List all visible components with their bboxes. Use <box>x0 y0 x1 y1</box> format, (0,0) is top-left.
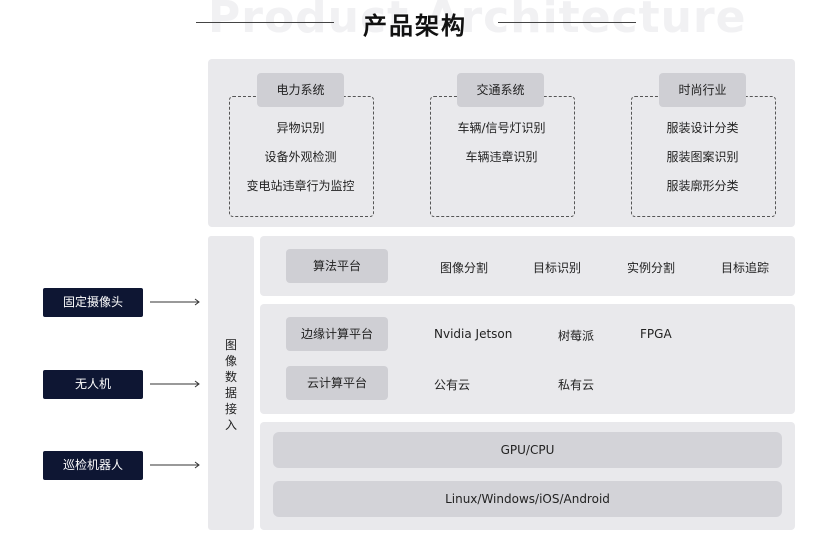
industry-tag: 交通系统 <box>457 73 544 107</box>
list-item: 车辆违章识别 <box>465 150 538 164</box>
arrow-right-icon <box>150 380 200 388</box>
watermark-text: Product Architecture <box>208 0 747 43</box>
edge-item: 树莓派 <box>558 329 595 343</box>
title-line-left <box>196 22 334 23</box>
algorithm-item: 图像分割 <box>440 261 489 275</box>
edge-item: Nvidia Jetson <box>434 327 513 341</box>
list-item: 变电站违章行为监控 <box>246 179 355 193</box>
industry-list: 车辆/信号灯识别 车辆违章识别 <box>430 114 573 172</box>
device-inspection-robot: 巡检机器人 <box>43 451 143 480</box>
image-access-char: 入 <box>224 418 237 432</box>
device-drone: 无人机 <box>43 370 143 399</box>
algorithm-item: 实例分割 <box>627 261 676 275</box>
image-access-char: 图 <box>224 338 237 352</box>
industry-list: 异物识别 设备外观检测 变电站违章行为监控 <box>229 114 372 201</box>
arrow-right-icon <box>150 298 200 306</box>
algorithm-platform-tag: 算法平台 <box>286 249 388 283</box>
list-item: 车辆/信号灯识别 <box>457 121 546 135</box>
os-bar: Linux/Windows/iOS/Android <box>273 481 782 517</box>
cloud-platform-tag: 云计算平台 <box>286 366 388 400</box>
title-line-right <box>498 22 636 23</box>
industry-tag: 时尚行业 <box>659 73 746 107</box>
cloud-item: 私有云 <box>558 378 595 392</box>
list-item: 服装图案识别 <box>666 150 739 164</box>
page-title: 产品架构 <box>363 12 467 40</box>
edge-platform-tag: 边缘计算平台 <box>286 317 388 351</box>
hardware-bar: GPU/CPU <box>273 432 782 468</box>
image-access-char: 接 <box>224 402 237 416</box>
device-fixed-camera: 固定摄像头 <box>43 288 143 317</box>
edge-item: FPGA <box>640 327 672 341</box>
image-access-char: 数 <box>224 370 237 384</box>
list-item: 设备外观检测 <box>264 150 337 164</box>
list-item: 服装廓形分类 <box>666 179 739 193</box>
list-item: 异物识别 <box>276 121 325 135</box>
algorithm-item: 目标追踪 <box>721 261 770 275</box>
image-access-column: 图 像 数 据 接 入 <box>208 236 254 530</box>
list-item: 服装设计分类 <box>666 121 739 135</box>
arrow-right-icon <box>150 461 200 469</box>
industry-list: 服装设计分类 服装图案识别 服装廓形分类 <box>631 114 774 201</box>
industry-tag: 电力系统 <box>257 73 344 107</box>
image-access-char: 像 <box>224 354 237 368</box>
cloud-item: 公有云 <box>434 378 471 392</box>
image-access-char: 据 <box>224 386 237 400</box>
algorithm-item: 目标识别 <box>533 261 582 275</box>
